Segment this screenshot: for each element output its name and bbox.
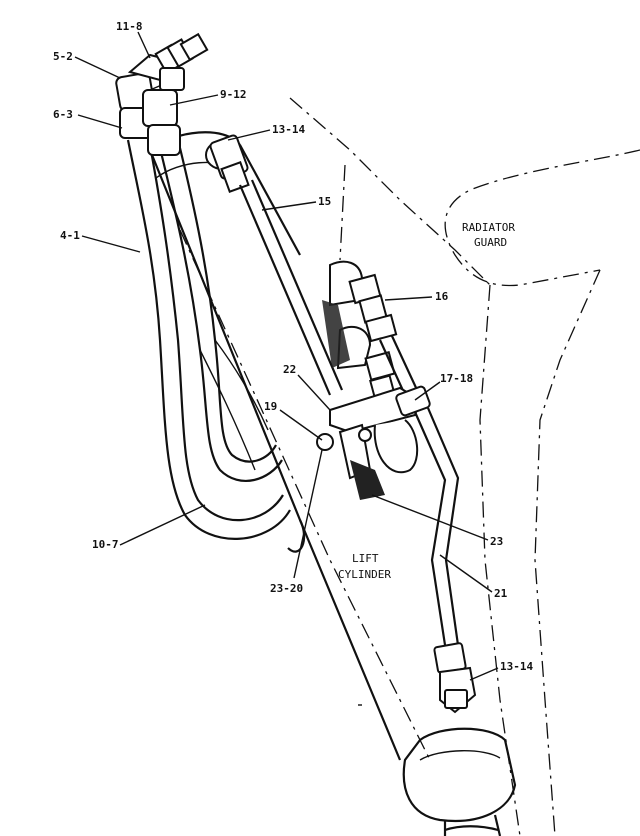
label-17-18: 17-18 (440, 372, 473, 385)
label-11-8: 11-8 (116, 20, 143, 33)
lift-cylinder-label-1: LIFT (352, 552, 379, 565)
label-21: 21 (494, 587, 508, 600)
fittings-16 (322, 260, 419, 398)
lift-cylinder (148, 131, 517, 836)
radiator-guard-label-1: RADIATOR (462, 221, 515, 234)
label-23-20: 23-20 (270, 582, 303, 595)
label-5-2: 5-2 (53, 50, 73, 63)
label-9-12: 9-12 (220, 88, 247, 101)
lift-cylinder-label-2: CYLINDER (338, 568, 391, 581)
label-4-1: 4-1 (60, 229, 80, 242)
tube-21 (413, 407, 477, 714)
tube-15 (205, 134, 344, 396)
leader-lines (74, 31, 499, 706)
label-23: 23 (490, 535, 503, 548)
label-16: 16 (435, 290, 449, 303)
clamp-assembly (316, 385, 431, 500)
label-22: 22 (283, 363, 296, 376)
top-fittings (115, 32, 209, 156)
label-15: 15 (318, 195, 331, 208)
label-13-14-bottom: 13-14 (500, 660, 533, 673)
label-10-7: 10-7 (92, 538, 119, 551)
radiator-guard-label-2: GUARD (474, 236, 507, 249)
label-19: 19 (264, 400, 277, 413)
radiator-guard-outline (289, 97, 640, 836)
hoses-4-1-10-7 (126, 139, 291, 540)
label-13-14-top: 13-14 (272, 123, 305, 136)
label-6-3: 6-3 (53, 108, 73, 121)
